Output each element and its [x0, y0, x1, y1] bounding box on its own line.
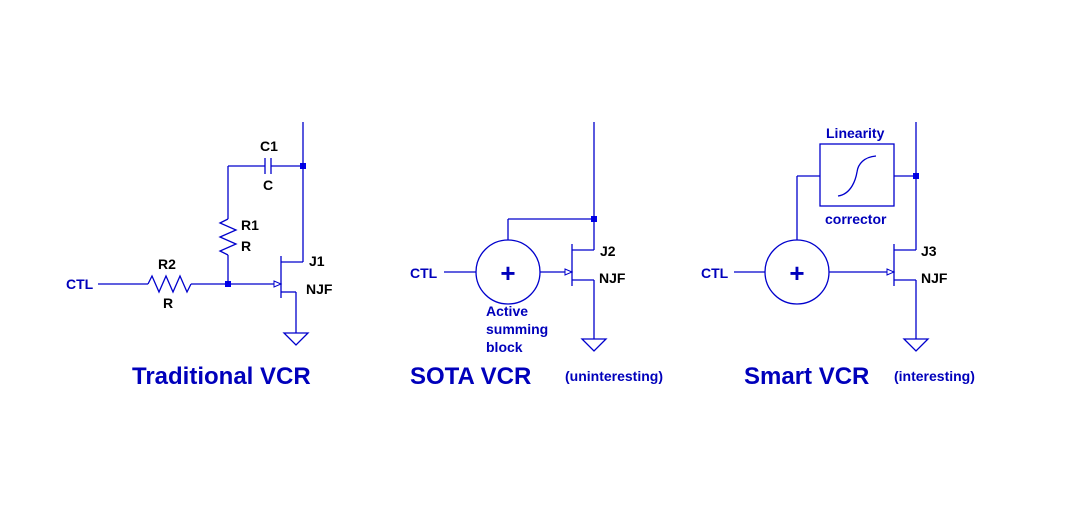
traditional-vcr-circuit: CTL R2 R R1 R C1 C J1 NJF Traditional VC… [66, 122, 333, 390]
r1-name: R1 [241, 217, 259, 233]
r1-resistor [218, 218, 238, 256]
smart-plus-symbol: + [789, 258, 804, 288]
sota-caption-line1: Active [486, 303, 528, 319]
j3-type: NJF [921, 270, 948, 286]
c1-name: C1 [260, 138, 278, 154]
smart-vcr-circuit: CTL + Linearity corrector J3 NJF Smart V… [701, 122, 975, 390]
ground-symbol [282, 332, 310, 346]
c1-value: C [263, 177, 273, 193]
sota-plus-symbol: + [500, 258, 515, 288]
linearity-corrector-box [819, 143, 895, 207]
j1-gate-arrow [273, 280, 283, 288]
r2-name: R2 [158, 256, 176, 272]
j2-gate-arrow [564, 268, 574, 276]
ground-symbol [902, 338, 930, 352]
sota-vcr-circuit: CTL + Active summing block J2 NJF SOTA V… [410, 122, 663, 390]
ground-symbol [580, 338, 608, 352]
traditional-ctl-label: CTL [66, 276, 94, 292]
sota-title: SOTA VCR [410, 363, 531, 390]
r2-resistor [147, 274, 192, 294]
sota-ctl-label: CTL [410, 265, 438, 281]
smart-note: (interesting) [894, 368, 975, 384]
linearity-label: Linearity [826, 125, 885, 141]
sota-caption-line3: block [486, 339, 523, 355]
linearity-curve-icon [837, 155, 877, 197]
smart-title: Smart VCR [744, 363, 869, 390]
r1-value: R [241, 238, 251, 254]
j3-gate-arrow [886, 268, 896, 276]
j2-type: NJF [599, 270, 626, 286]
corrector-label: corrector [825, 211, 887, 227]
r2-value: R [163, 295, 173, 311]
j1-type: NJF [306, 281, 333, 297]
j3-name: J3 [921, 243, 937, 259]
sota-note: (uninteresting) [565, 368, 663, 384]
smart-ctl-label: CTL [701, 265, 729, 281]
j1-name: J1 [309, 253, 325, 269]
j2-name: J2 [600, 243, 616, 259]
traditional-title: Traditional VCR [132, 363, 311, 390]
sota-caption-line2: summing [486, 321, 548, 337]
